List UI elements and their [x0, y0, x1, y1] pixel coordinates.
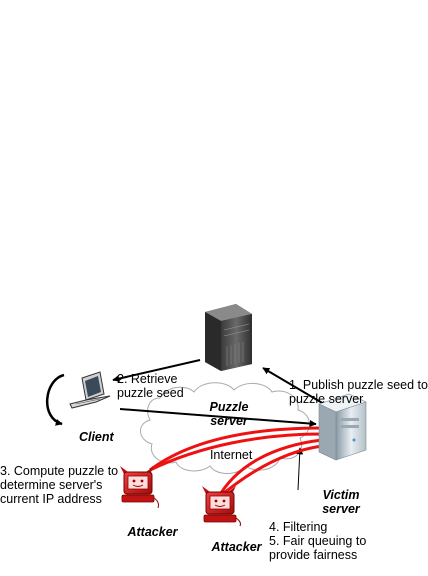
- arrow-filtering: [296, 447, 304, 491]
- arrow-step3-loop: [46, 373, 65, 426]
- attack-flow-3: [216, 438, 323, 499]
- attacker-icon: [202, 486, 241, 527]
- arrow-step2: [112, 359, 201, 382]
- client-laptop-icon: [69, 371, 111, 409]
- internet-label: Internet: [209, 448, 253, 462]
- attacker-icon: [120, 466, 159, 509]
- client-label: Client: [78, 430, 114, 444]
- arrow-step1: [262, 367, 325, 405]
- victim-server-icon: [318, 393, 367, 461]
- puzzle-server-icon: [205, 304, 252, 371]
- attack-flow-1: [149, 426, 323, 472]
- attacker-label: Attacker: [127, 525, 178, 539]
- attack-flow-4: [217, 444, 323, 500]
- arrow-client-to-victim: [119, 408, 317, 428]
- attack-flow-2: [149, 432, 323, 472]
- attacker-label: Attacker: [211, 540, 262, 554]
- network-diagram: [46, 304, 367, 527]
